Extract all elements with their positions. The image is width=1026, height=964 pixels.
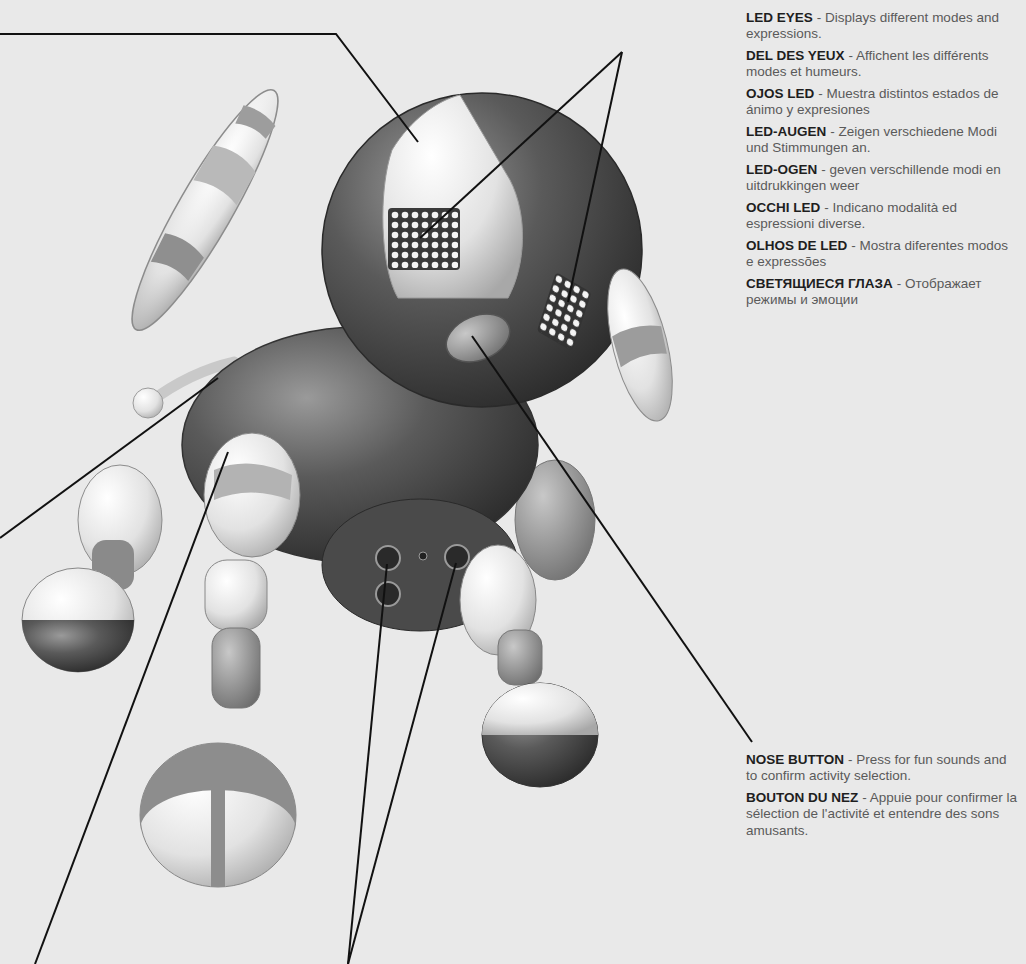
part-name: OJOS LED — [746, 86, 814, 101]
leader-line — [0, 378, 218, 538]
part-name: OLHOS DE LED — [746, 238, 847, 253]
callout-paragraph: OJOS LED- Muestra distintos estados de á… — [746, 86, 1018, 119]
forehead-patch — [383, 95, 523, 298]
callout-paragraph: OCCHI LED- Indicano modalità ed espressi… — [746, 200, 1018, 233]
front-right-leg — [460, 545, 598, 787]
front-left-leg — [140, 433, 300, 887]
part-name: LED-AUGEN — [746, 124, 826, 139]
callout-paragraph: DEL DES YEUX- Affichent les différents m… — [746, 48, 1018, 81]
callout-paragraph: LED-AUGEN- Zeigen verschiedene Modi und … — [746, 124, 1018, 157]
part-name: LED-OGEN — [746, 162, 817, 177]
callout-block: NOSE BUTTON- Press for fun sounds and to… — [746, 752, 1018, 844]
callout-block: LED EYES- Displays different modes and e… — [746, 10, 1018, 314]
right-ear — [595, 263, 685, 427]
callout-paragraph: OLHOS DE LED- Mostra diferentes modos e … — [746, 238, 1018, 271]
callout-paragraph: NOSE BUTTON- Press for fun sounds and to… — [746, 752, 1018, 785]
leader-line — [568, 52, 622, 302]
part-name: NOSE BUTTON — [746, 752, 844, 767]
leader-line — [35, 452, 228, 964]
nose-button — [439, 305, 517, 371]
part-name: LED EYES — [746, 10, 813, 25]
leader-lines — [0, 34, 752, 964]
part-name: СВЕТЯЩИЕСЯ ГЛАЗА — [746, 276, 893, 291]
leader-line — [0, 34, 418, 142]
head — [322, 93, 642, 407]
chest-buttons — [376, 545, 469, 606]
callout-paragraph: СВЕТЯЩИЕСЯ ГЛАЗА- Отображает режимы и эм… — [746, 276, 1018, 309]
callout-paragraph: BOUTON DU NEZ- Appuie pour confirmer la … — [746, 790, 1018, 839]
left-ear — [113, 77, 298, 343]
part-name: OCCHI LED — [746, 200, 820, 215]
left-led-eye — [388, 208, 460, 270]
leader-line — [472, 336, 752, 742]
part-name: BOUTON DU NEZ — [746, 790, 858, 805]
callout-paragraph: LED-OGEN- geven verschillende modi en ui… — [746, 162, 1018, 195]
leader-line — [348, 564, 387, 964]
callout-paragraph: LED EYES- Displays different modes and e… — [746, 10, 1018, 43]
leader-line — [348, 563, 456, 964]
part-name: DEL DES YEUX — [746, 48, 845, 63]
leader-line — [420, 52, 622, 238]
right-led-eye — [537, 272, 592, 351]
